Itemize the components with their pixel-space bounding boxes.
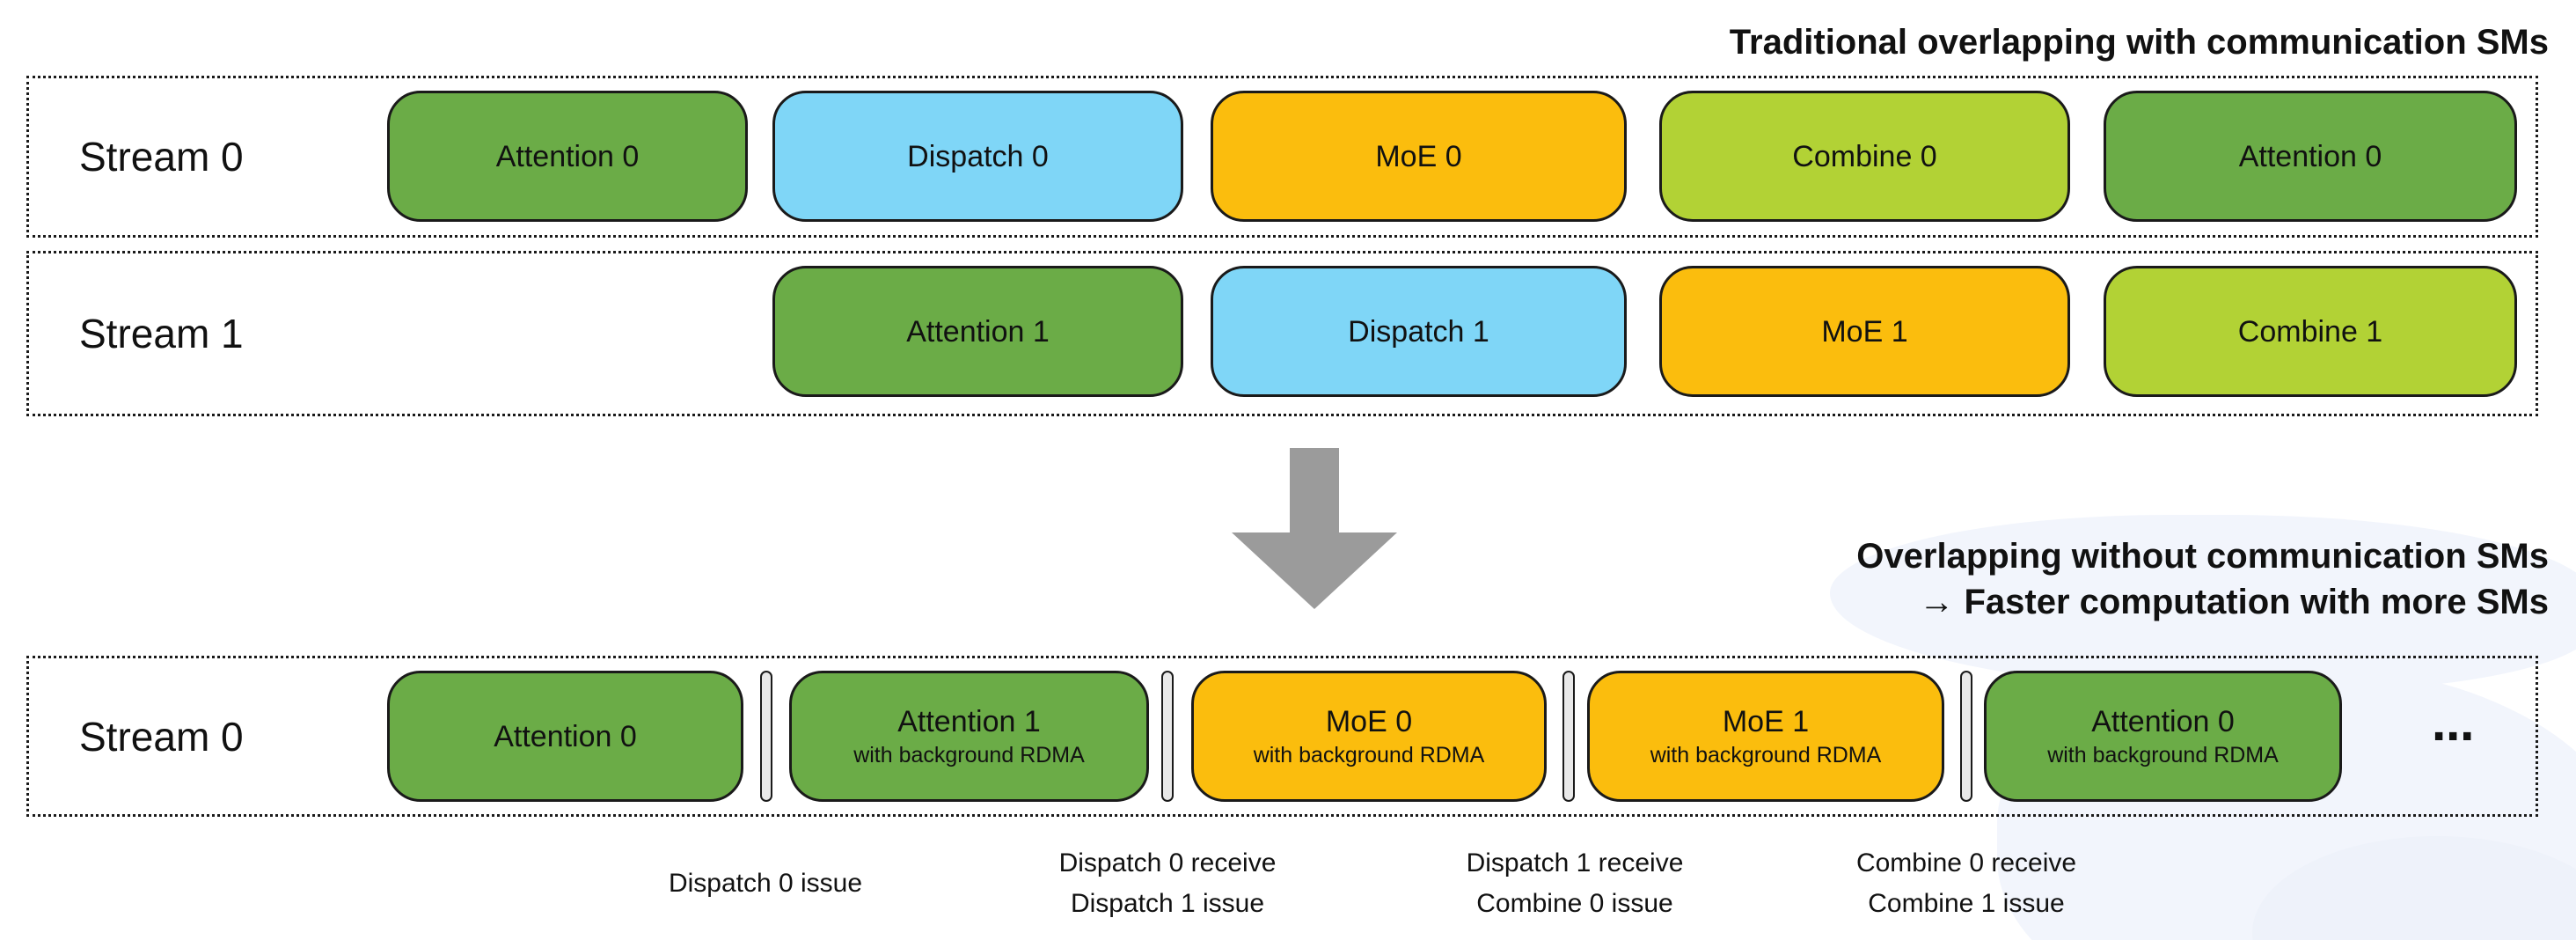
block-moe-0-rdma: MoE 0 with background RDMA bbox=[1191, 671, 1547, 802]
comm-separator-2 bbox=[1161, 671, 1174, 802]
block-attention-0-next-rdma: Attention 0 with background RDMA bbox=[1984, 671, 2342, 802]
stream0-bottom-box: Stream 0 Attention 0 Attention 1 with ba… bbox=[26, 656, 2538, 817]
watermark-blob bbox=[1830, 515, 2576, 691]
comm-separator-4 bbox=[1960, 671, 1972, 802]
comm-separator-3 bbox=[1562, 671, 1575, 802]
block-attention-1: Attention 1 bbox=[772, 266, 1183, 397]
stream1-box: Stream 1 Attention 1 Dispatch 1 MoE 1 Co… bbox=[26, 251, 2538, 416]
block-sublabel: with background RDMA bbox=[1650, 743, 1882, 767]
block-label: Attention 0 bbox=[2091, 705, 2235, 738]
block-label: Combine 1 bbox=[2237, 314, 2383, 349]
annotation-line: Dispatch 1 receive bbox=[1466, 848, 1684, 878]
block-label: Attention 0 bbox=[495, 139, 640, 173]
block-combine-1: Combine 1 bbox=[2104, 266, 2517, 397]
block-attention-1-rdma: Attention 1 with background RDMA bbox=[789, 671, 1149, 802]
block-attention-0-next: Attention 0 bbox=[2104, 91, 2517, 222]
annotation-line: Combine 0 receive bbox=[1855, 848, 2077, 878]
block-label: Attention 1 bbox=[906, 314, 1050, 349]
block-label: Combine 0 bbox=[1792, 139, 1937, 173]
down-arrow-shaft bbox=[1290, 448, 1339, 533]
annotation-line: Combine 1 issue bbox=[1868, 889, 2065, 918]
no-comm-sm-title: Overlapping without communication SMs → … bbox=[1856, 533, 2549, 625]
block-label: MoE 0 bbox=[1375, 139, 1462, 173]
annotation-dispatch0-issue: Dispatch 0 issue bbox=[572, 863, 959, 904]
block-dispatch-1: Dispatch 1 bbox=[1211, 266, 1627, 397]
block-dispatch-0: Dispatch 0 bbox=[772, 91, 1183, 222]
block-combine-0: Combine 0 bbox=[1659, 91, 2070, 222]
stream0-top-box: Stream 0 Attention 0 Dispatch 0 MoE 0 Co… bbox=[26, 76, 2538, 238]
annotation-line: Dispatch 0 receive bbox=[1058, 848, 1277, 878]
block-label: Attention 1 bbox=[897, 705, 1041, 738]
block-attention-0-rdma-row: Attention 0 bbox=[387, 671, 743, 802]
annotation-dispatch1-receive: Dispatch 1 receive Combine 0 issue bbox=[1381, 843, 1768, 924]
block-attention-0: Attention 0 bbox=[387, 91, 748, 222]
annotation-dispatch0-receive: Dispatch 0 receive Dispatch 1 issue bbox=[974, 843, 1361, 924]
comm-separator-1 bbox=[760, 671, 772, 802]
block-label: MoE 0 bbox=[1325, 705, 1413, 738]
continuation-ellipsis: ⋯ bbox=[2432, 713, 2477, 760]
block-label: MoE 1 bbox=[1821, 314, 1908, 349]
block-label: MoE 1 bbox=[1722, 705, 1810, 738]
block-label: Attention 0 bbox=[2238, 139, 2382, 173]
down-arrow-head bbox=[1232, 532, 1397, 609]
stream0-bottom-label: Stream 0 bbox=[79, 713, 244, 760]
stream1-label: Stream 1 bbox=[79, 311, 244, 356]
block-sublabel: with background RDMA bbox=[2047, 743, 2279, 767]
block-moe-1-rdma: MoE 1 with background RDMA bbox=[1587, 671, 1944, 802]
block-label: Dispatch 1 bbox=[1348, 314, 1489, 349]
annotation-line: Dispatch 0 issue bbox=[668, 869, 863, 898]
block-moe-0: MoE 0 bbox=[1211, 91, 1627, 222]
no-comm-sm-title-line2: → Faster computation with more SMs bbox=[1919, 583, 2549, 621]
block-label: Attention 0 bbox=[494, 719, 637, 753]
block-sublabel: with background RDMA bbox=[1253, 743, 1485, 767]
block-moe-1: MoE 1 bbox=[1659, 266, 2070, 397]
annotation-line: Dispatch 1 issue bbox=[1070, 889, 1265, 918]
traditional-overlap-title: Traditional overlapping with communicati… bbox=[1729, 23, 2549, 62]
block-label: Dispatch 0 bbox=[907, 139, 1049, 173]
no-comm-sm-title-line1: Overlapping without communication SMs bbox=[1856, 537, 2549, 576]
annotation-combine0-receive: Combine 0 receive Combine 1 issue bbox=[1773, 843, 2160, 924]
stream0-top-label: Stream 0 bbox=[79, 134, 244, 180]
annotation-line: Combine 0 issue bbox=[1476, 889, 1673, 918]
block-sublabel: with background RDMA bbox=[853, 743, 1085, 767]
